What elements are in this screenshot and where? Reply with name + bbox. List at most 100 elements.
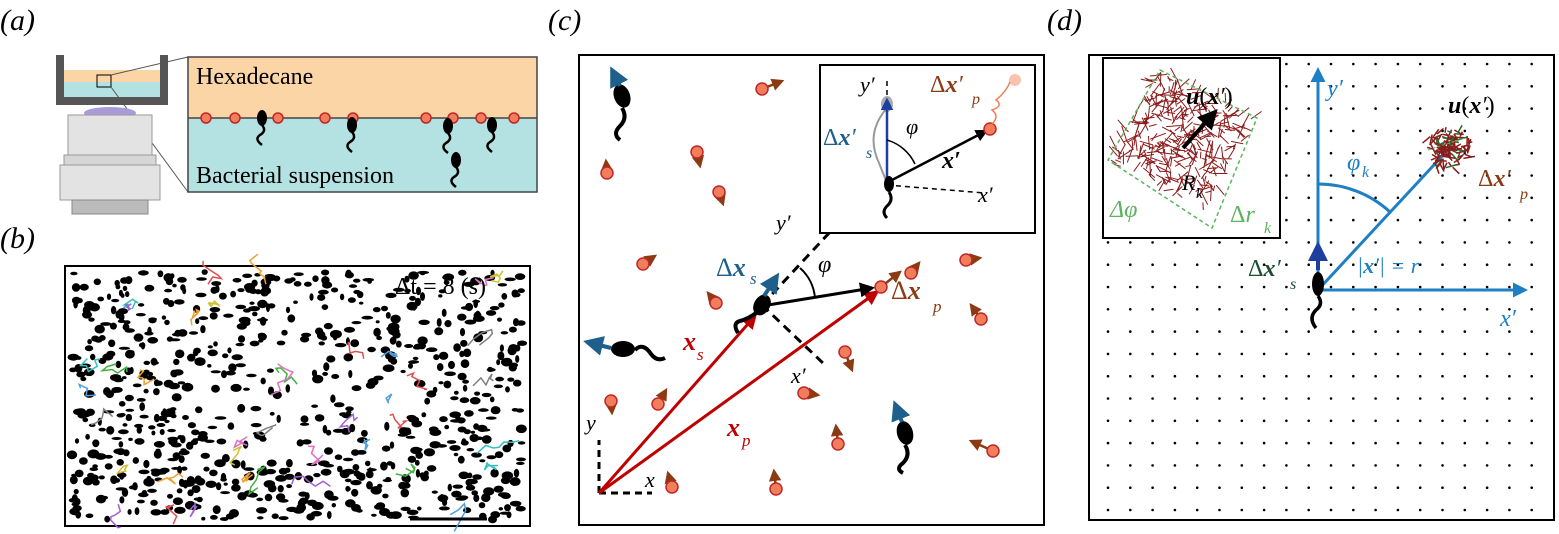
svg-text:s: s (1290, 276, 1296, 293)
panel-d: (d) y′ x′ φ k |x′| = r Δx′ s u(x′) (1047, 4, 1555, 521)
particle (604, 394, 618, 416)
u-inset: u(x′) (1186, 84, 1233, 110)
particle (755, 78, 785, 96)
svg-text:u(x′): u(x′) (1186, 84, 1233, 110)
displacement-cloud (1422, 124, 1476, 175)
interface-particle (508, 112, 520, 124)
particle (968, 439, 1000, 458)
u-main: u(x′) (1448, 93, 1495, 119)
particle (959, 253, 983, 267)
panel-d-label: (d) (1047, 4, 1082, 37)
svg-text:s: s (697, 345, 704, 364)
interface-particle (272, 112, 284, 124)
label-xp: x p (726, 413, 751, 450)
particle (636, 254, 658, 271)
yprime-d: y′ (1325, 76, 1344, 102)
inset-vec: x′ (941, 148, 961, 174)
svg-text:Δx′: Δx′ (1478, 166, 1511, 192)
interface-particle (200, 112, 212, 124)
particle-main (874, 280, 888, 294)
particle (797, 386, 821, 400)
dxpp-d: Δx′ p (1478, 166, 1528, 203)
inset-phi: φ (906, 114, 918, 139)
particle (712, 185, 726, 207)
dxps-d: Δx′ s (1248, 256, 1296, 293)
water-layer (188, 118, 537, 192)
yprime-c: y′ (774, 210, 792, 235)
panel-b: (b) Δt = 8 (s) (0, 222, 531, 532)
dphi-label: Δφ (1109, 197, 1137, 223)
dt-label: Δt = 8 (s) (395, 274, 486, 300)
bacterium-icon (450, 152, 461, 188)
particle (706, 291, 723, 310)
svg-text:Δx: Δx (716, 253, 746, 282)
svg-text:x: x (682, 327, 696, 356)
trajectory-image (64, 265, 531, 527)
bacterium-origin (1308, 241, 1328, 330)
dish-water (64, 82, 160, 97)
bacterium-icon (256, 110, 267, 146)
oil-label: Hexadecane (196, 64, 313, 90)
xprime-d: x′ (1499, 306, 1517, 332)
svg-text:p: p (971, 91, 980, 108)
svg-text:s: s (866, 145, 872, 162)
particle (830, 423, 845, 451)
panel-c: (c) y x y′ x′ (548, 4, 1045, 526)
bacterium-bottom-right (891, 400, 914, 475)
bacterium-left (583, 336, 666, 362)
label-dxs: Δx s (716, 253, 757, 288)
svg-text:p: p (1519, 186, 1528, 203)
panel-a: (a) Hexadecane Bacterial suspension (0, 4, 538, 215)
bacterium-top-left (610, 66, 631, 142)
particle (651, 387, 668, 411)
xprime-c: x′ (790, 363, 807, 388)
svg-text:s: s (750, 269, 757, 288)
radius-label: |x′| = r (1357, 253, 1420, 278)
inset-xprime: x′ (977, 182, 994, 207)
particle (600, 158, 614, 180)
label-xs: x s (682, 327, 704, 364)
phi-c: φ (818, 252, 831, 278)
svg-text:k: k (1264, 220, 1272, 237)
objective-icon (59, 107, 161, 215)
dr-label: Δr k (1230, 202, 1272, 237)
rk-label: R k (1181, 170, 1203, 202)
svg-text:φ: φ (1347, 150, 1360, 176)
axis-x-c: x (644, 467, 655, 492)
bacterium-icon (442, 118, 453, 154)
svg-text:x: x (726, 413, 740, 442)
water-label: Bacterial suspension (196, 163, 394, 189)
svg-text:p: p (932, 297, 942, 316)
interface-particle (319, 112, 331, 124)
particle (838, 345, 855, 373)
svg-text:Δr: Δr (1230, 202, 1255, 228)
interface-particle (229, 112, 241, 124)
label-dxp: Δx p (891, 276, 942, 316)
dish-oil (64, 70, 160, 82)
svg-text:R: R (1181, 170, 1196, 195)
interface-particle (475, 112, 487, 124)
oil-layer (188, 57, 537, 118)
svg-text:p: p (741, 431, 751, 450)
particle (904, 261, 921, 280)
svg-text:Δx: Δx (891, 276, 921, 305)
axis-y-c: y (584, 410, 596, 435)
inset-dxpp: Δx′ p (930, 72, 980, 108)
svg-text:k: k (1362, 164, 1370, 181)
relative-vector (767, 282, 875, 307)
inset-dxps: Δx′ s (823, 125, 872, 162)
svg-text:k: k (1196, 186, 1203, 202)
svg-text:Δx′: Δx′ (823, 125, 856, 151)
inset-c (819, 64, 1036, 234)
vector-xs (597, 313, 757, 494)
particle (768, 468, 783, 496)
phik-label: φ k (1347, 150, 1370, 181)
svg-text:Δx′: Δx′ (930, 72, 963, 98)
panel-a-label: (a) (0, 4, 35, 37)
particle (969, 302, 988, 326)
vector-xp (598, 290, 880, 495)
bacterium-center (733, 272, 780, 335)
panel-c-label: (c) (548, 4, 581, 37)
particle (664, 470, 679, 494)
